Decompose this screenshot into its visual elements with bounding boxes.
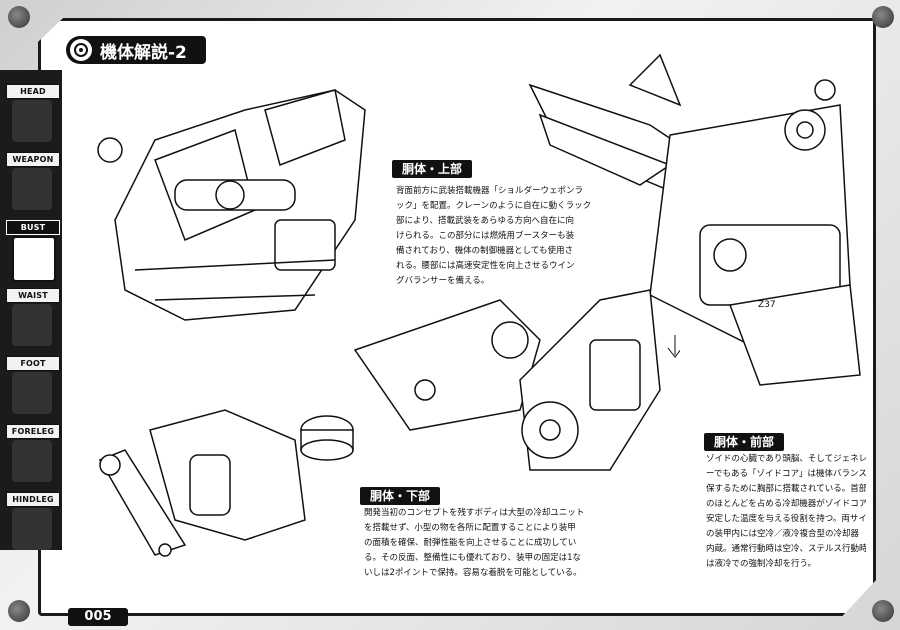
text-line: れる。腰部には高速安定性を向上させるウイン	[396, 261, 575, 271]
text-line: ゾイドの心臓であり頭脳、そしてジェネレータ	[706, 454, 866, 464]
corner-bolt-icon	[8, 6, 30, 28]
text-line: 安定した温度を与える役割を持つ。両サイ	[706, 514, 866, 524]
text-line: の面積を確保、耐弾性能を向上させることに成功してい	[364, 538, 577, 548]
weapon-part-icon	[12, 168, 52, 210]
text-line: の装甲内には空冷／液冷複合型の冷却器	[706, 529, 860, 539]
text-line: ック」を配置。クレーンのように自在に動くラック	[396, 201, 592, 211]
section-heading-upper: 胴体・上部	[392, 160, 473, 178]
text-line: のほとんどを占める冷却機器がゾイドコア	[706, 499, 866, 509]
text-line: 保するために胸部に搭載されている。首部	[706, 484, 866, 494]
text-line: 部により、搭載武装をあらゆる方向へ自在に向	[396, 216, 574, 226]
waist-part-icon	[12, 304, 52, 346]
page-title: 機体解説-2	[100, 42, 187, 63]
direction-arrow-icon	[667, 335, 680, 358]
nav-label: BUST	[6, 220, 60, 235]
nav-item-foreleg[interactable]: FORELEG	[6, 424, 60, 486]
nav-item-hindleg[interactable]: HINDLEG	[6, 492, 60, 554]
foreleg-part-icon	[12, 440, 52, 482]
front-body-illustration: Z37	[528, 53, 861, 386]
nav-item-waist[interactable]: WAIST	[6, 288, 60, 350]
page-number: 005	[68, 608, 128, 626]
nav-item-head[interactable]: HEAD	[6, 84, 60, 146]
nav-label: WAIST	[6, 288, 60, 303]
text-line: 開発当初のコンセプトを残すボディは大型の冷却ユニット	[364, 508, 585, 518]
foot-part-icon	[12, 372, 52, 414]
text-line: は液冷での強制冷却を行う。	[706, 559, 816, 569]
part-navigation-sidebar: HEAD WEAPON BUST WAIST FOOT FORELEG HIND…	[0, 70, 62, 550]
upper-body-illustration	[97, 89, 366, 321]
text-line: 内蔵。通常行動時は空冷、ステルス行動時	[706, 544, 866, 554]
text-line: けられる。この部分には燃焼用ブースターも装	[396, 231, 575, 241]
part-annotation: Z37	[758, 300, 776, 310]
section-text-lower: 開発当初のコンセプトを残すボディは大型の冷却ユニット を搭載せず、小型の物を各所…	[364, 506, 664, 581]
section-text-upper: 背面前方に武装搭載機器「ショルダーウェポンラ ック」を配置。クレーンのように自在…	[396, 184, 656, 289]
text-line: る。その反面、整備性にも優れており、装甲の固定は1な	[364, 553, 582, 563]
hindleg-part-icon	[12, 508, 52, 550]
body-assembly-illustration	[353, 289, 680, 471]
text-line: を搭載せず、小型の物を各所に配置することにより装甲	[364, 523, 576, 533]
page-title-box: 機体解説-2	[66, 36, 206, 64]
section-heading-lower: 胴体・下部	[360, 487, 441, 505]
nav-item-bust[interactable]: BUST	[6, 220, 60, 282]
nav-label: HEAD	[6, 84, 60, 99]
nav-item-foot[interactable]: FOOT	[6, 356, 60, 418]
nav-item-weapon[interactable]: WEAPON	[6, 152, 60, 214]
bust-part-icon	[12, 236, 56, 282]
nav-label: FORELEG	[6, 424, 60, 439]
nav-label: WEAPON	[6, 152, 60, 167]
head-part-icon	[12, 100, 52, 142]
nav-label: HINDLEG	[6, 492, 60, 507]
text-line: ーでもある「ゾイドコア」は機体バランスを確	[706, 469, 866, 479]
zoids-emblem-icon	[70, 39, 92, 61]
text-line: グバランサーを備える。	[396, 276, 490, 286]
corner-bolt-icon	[872, 6, 894, 28]
lower-body-illustration	[98, 409, 354, 557]
text-line: 背面前方に武装搭載機器「ショルダーウェポンラ	[396, 186, 584, 196]
text-line: いしは2ポイントで保持。容易な着脱を可能としている。	[364, 568, 582, 578]
nav-label: FOOT	[6, 356, 60, 371]
corner-bolt-icon	[8, 600, 30, 622]
section-heading-front: 胴体・前部	[704, 433, 785, 451]
corner-bolt-icon	[872, 600, 894, 622]
text-line: 備されており、機体の制御機器としても使用さ	[396, 246, 573, 256]
section-text-front: ゾイドの心臓であり頭脳、そしてジェネレータ ーでもある「ゾイドコア」は機体バラン…	[706, 452, 866, 572]
